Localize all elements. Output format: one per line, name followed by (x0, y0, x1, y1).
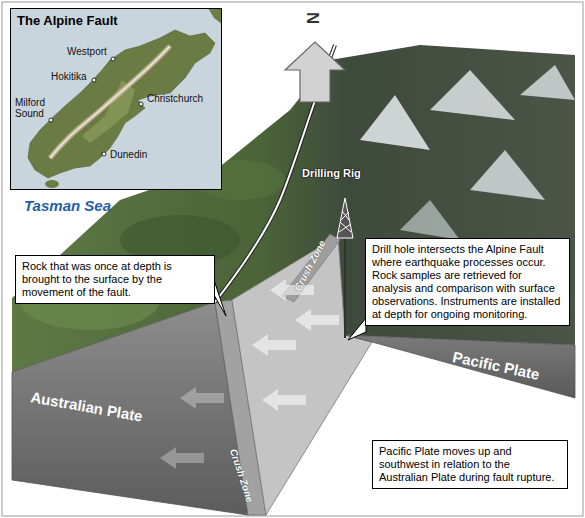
north-label: N (304, 12, 324, 24)
callout-box: Drill hole intersects the Alpine Fault w… (365, 238, 570, 326)
rig-brace (340, 222, 351, 232)
town-label: Christchurch (147, 93, 203, 104)
drill-hole (344, 238, 346, 338)
sea (10, 8, 222, 190)
rig-tower (337, 198, 353, 238)
motion-arrow (160, 447, 204, 469)
pacific-plate-face (345, 335, 575, 398)
stewart-island (45, 180, 59, 188)
town-label: Milford Sound (15, 97, 59, 119)
snow (470, 150, 545, 200)
fault-plane (232, 236, 372, 515)
motion-arrows (160, 387, 224, 469)
town-dot (92, 78, 96, 82)
callout-text: Rock that was once at depth is brought t… (22, 260, 208, 299)
town-dot (102, 152, 106, 156)
town-dot (139, 102, 143, 106)
snow (520, 65, 575, 100)
australian-plate-face (12, 302, 248, 515)
callout-box: Rock that was once at depth is brought t… (15, 255, 215, 304)
inset-map: The Alpine FaultWestportHokitikaMilford … (10, 8, 222, 190)
town-label: Dunedin (110, 149, 147, 160)
snow (430, 70, 515, 120)
town-dot (49, 118, 53, 122)
south-island (28, 30, 215, 178)
motion-arrow (252, 334, 296, 356)
callout-text: Drill hole intersects the Alpine Fault w… (372, 243, 563, 321)
rig-brace (341, 212, 349, 220)
town-dots (49, 57, 143, 156)
motion-arrow (295, 309, 339, 331)
motion-arrow (180, 387, 224, 409)
motion-arrows (252, 279, 339, 411)
rig-label: Drilling Rig (302, 167, 361, 179)
north-arrow (285, 42, 345, 102)
sea-label: Tasman Sea (24, 197, 111, 214)
callout-pointer (348, 318, 366, 340)
map-title: The Alpine Fault (17, 13, 118, 28)
callout-pointer (214, 280, 226, 316)
rig-brace (342, 211, 349, 220)
north-island (208, 8, 222, 24)
callout-text: Pacific Plate moves up and southwest in … (379, 445, 561, 484)
callout-box: Pacific Plate moves up and southwest in … (372, 440, 568, 489)
drilling-rig-symbol (337, 198, 353, 238)
town-label: Westport (67, 46, 107, 57)
motion-arrow (270, 279, 314, 301)
motion-arrow (262, 389, 306, 411)
town-label: Hokitika (51, 71, 87, 82)
snow (360, 95, 430, 150)
snow (400, 200, 460, 240)
town-dot (111, 57, 115, 61)
